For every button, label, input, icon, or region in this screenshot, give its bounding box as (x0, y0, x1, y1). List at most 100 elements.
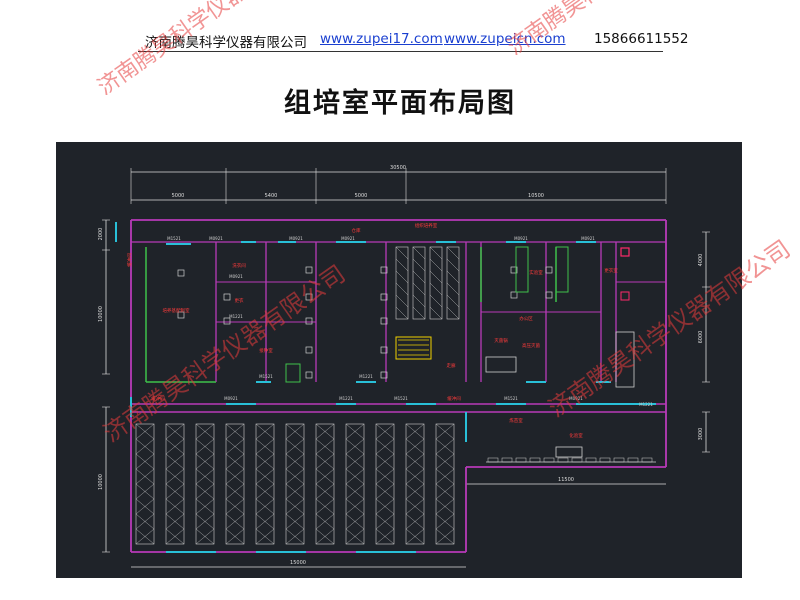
shelf-brace (225, 528, 245, 545)
chair (380, 317, 388, 325)
chair (305, 317, 313, 325)
room-label: 培养基配制室 (163, 307, 190, 314)
shelf-brace (435, 498, 455, 515)
shelf-brace (225, 513, 245, 530)
room-label: 组织培养室 (415, 222, 438, 229)
bench-seat (543, 457, 555, 463)
shelf-brace (429, 258, 443, 272)
shelf-brace (315, 438, 335, 455)
shelf-brace (405, 423, 425, 440)
culture-shelf (395, 246, 409, 320)
room-label: 缓冲间 (447, 395, 461, 402)
shelf-brace (285, 498, 305, 515)
room-label: 化验室 (569, 432, 583, 439)
page-header: 济南腾昊科学仪器有限公司 www.zupei17.com www.zupeicn… (0, 0, 800, 60)
dimension-label: 2000 (98, 228, 104, 241)
shelf-brace (165, 423, 185, 440)
shelf-brace (429, 294, 443, 308)
shelf-brace (315, 423, 335, 440)
door-tag: M1521 (167, 236, 181, 241)
shelf-brace (412, 294, 426, 308)
dimension-label: 15000 (290, 560, 306, 566)
room-label: 灭菌锅 (494, 337, 508, 344)
shelf-brace (446, 282, 460, 296)
shelf-brace (345, 498, 365, 515)
header-divider (138, 51, 663, 52)
shelf-brace (345, 528, 365, 545)
lower-culture-shelf (225, 423, 245, 545)
shelf-brace (412, 270, 426, 284)
shelf-brace (195, 468, 215, 485)
shelf-brace (375, 528, 395, 545)
chair (380, 293, 388, 301)
shelf-brace (405, 438, 425, 455)
shelf-brace (165, 483, 185, 500)
shelf-brace (395, 270, 409, 284)
equipment-box (515, 246, 529, 293)
bench-seat (487, 457, 499, 463)
room-label: 更衣 (235, 297, 244, 304)
dimension-label: 5000 (355, 193, 368, 199)
shelf-brace (395, 306, 409, 320)
bench-seat (557, 457, 569, 463)
shelf-brace (446, 306, 460, 320)
room-label: 高压灭菌 (522, 342, 540, 349)
chair (305, 293, 313, 301)
chair (545, 291, 553, 299)
shelf-brace (412, 246, 426, 260)
dimension-label: 10000 (98, 306, 104, 322)
shelf-brace (405, 528, 425, 545)
dimension-label: 5400 (265, 193, 278, 199)
shelf-brace (225, 423, 245, 440)
lower-culture-shelf (405, 423, 425, 545)
lower-culture-shelf (315, 423, 335, 545)
room-label: 走廊 (447, 362, 456, 369)
shelf-brace (255, 483, 275, 500)
shelf-brace (255, 423, 275, 440)
dimension-label: 30500 (390, 165, 406, 171)
chair (510, 266, 518, 274)
lower-culture-shelf (255, 423, 275, 545)
shelf-brace (345, 438, 365, 455)
shelf-brace (405, 483, 425, 500)
door-tag: M0921 (224, 396, 238, 401)
dimension-label: 10500 (528, 193, 544, 199)
bench-seat (641, 457, 653, 463)
lower-culture-shelf (285, 423, 305, 545)
website-link-1[interactable]: www.zupei17.com (320, 31, 443, 47)
shelf-brace (165, 498, 185, 515)
door-tag: M1221 (229, 314, 243, 319)
shelf-brace (255, 513, 275, 530)
culture-shelf (446, 246, 460, 320)
lower-culture-shelf (375, 423, 395, 545)
shelf-brace (345, 468, 365, 485)
chair (305, 346, 313, 354)
shelf-brace (225, 498, 245, 515)
shelf-brace (285, 513, 305, 530)
shelf-brace (135, 423, 155, 440)
shelf-brace (435, 483, 455, 500)
shelf-brace (195, 453, 215, 470)
shelf-brace (435, 513, 455, 530)
shelf-brace (135, 498, 155, 515)
shelf-brace (435, 423, 455, 440)
room-label: 炼苗室 (509, 417, 523, 424)
door-tag: M1521 (394, 396, 408, 401)
shelf-brace (255, 528, 275, 545)
bench-seat (571, 457, 583, 463)
shelf-brace (165, 468, 185, 485)
shelf-brace (412, 306, 426, 320)
dimension-label: 11500 (558, 477, 574, 483)
shelf-brace (195, 423, 215, 440)
website-link-2[interactable]: www.zupeicn.com (444, 31, 566, 47)
dimension-label: 10000 (98, 474, 104, 490)
shelf-brace (429, 282, 443, 296)
shelf-brace (285, 483, 305, 500)
equipment-box (620, 247, 630, 257)
bench-seat (585, 457, 597, 463)
shelf-brace (315, 513, 335, 530)
shelf-brace (435, 468, 455, 485)
chair (380, 266, 388, 274)
shelf-brace (375, 468, 395, 485)
